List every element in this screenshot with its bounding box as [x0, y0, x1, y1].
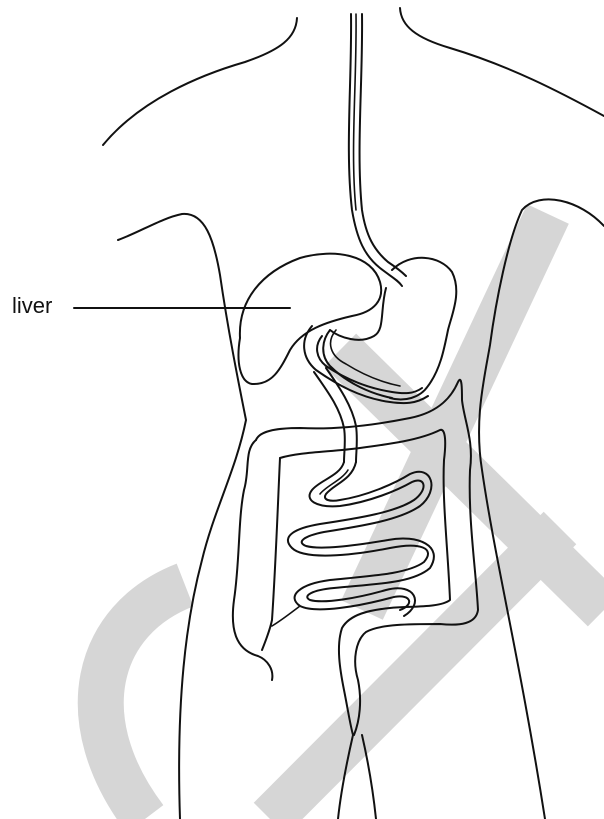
liver-label: liver [12, 295, 52, 317]
oesophagus [349, 14, 406, 286]
